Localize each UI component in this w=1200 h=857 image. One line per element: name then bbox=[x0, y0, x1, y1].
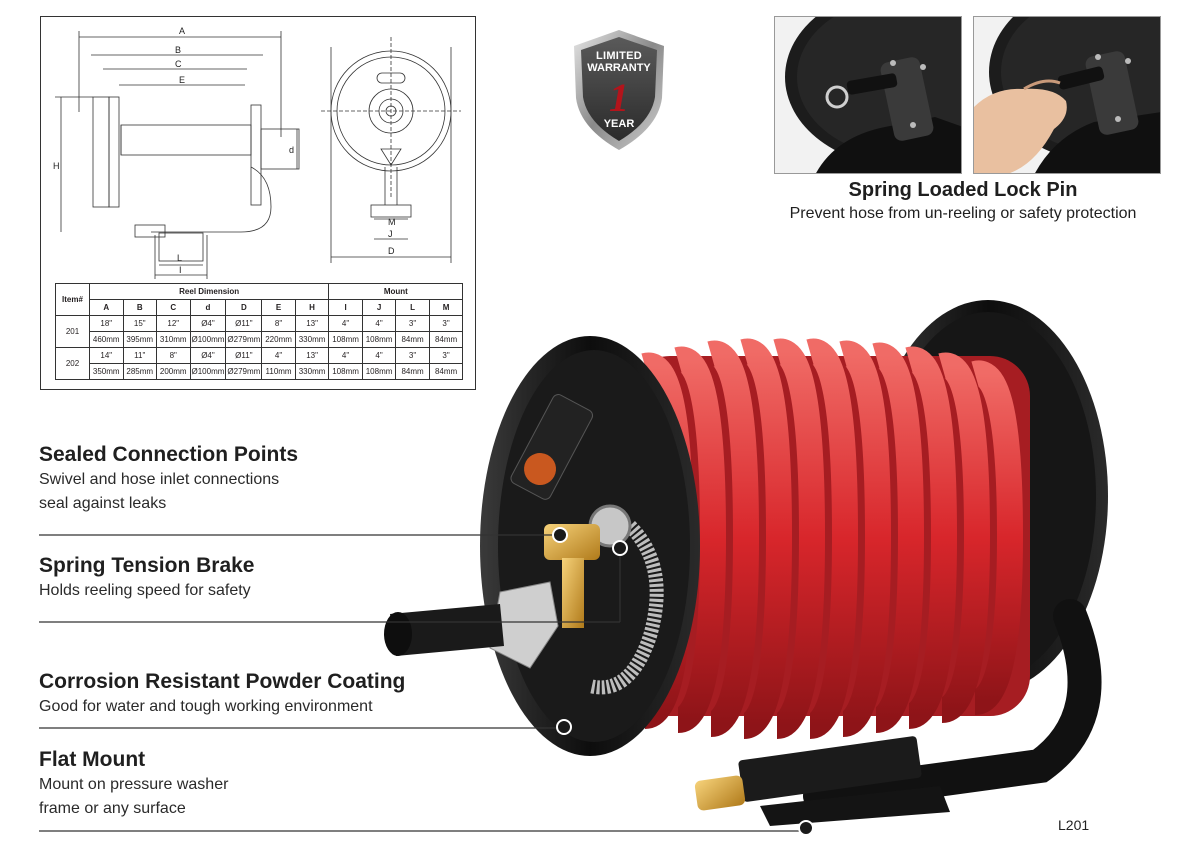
table-cell: 13" bbox=[294, 315, 330, 332]
model-code: L201 bbox=[1058, 817, 1090, 833]
dim-label-l: L bbox=[177, 253, 182, 263]
feature-desc: seal against leaks bbox=[39, 495, 167, 512]
table-cell: 108mm bbox=[328, 331, 363, 348]
table-row: 202 14" 11" 8" Ø4" Ø11" 4" 13" 4" 4" 3" … bbox=[55, 347, 464, 380]
table-cell: 4" bbox=[261, 347, 296, 364]
feature-title: Sealed Connection Points bbox=[39, 443, 299, 466]
dim-label-d-large: D bbox=[388, 246, 395, 256]
feature-title: Spring Tension Brake bbox=[39, 554, 255, 577]
dimension-drawing: A B C E H d L I M J D bbox=[53, 26, 461, 279]
table-cell: Ø100mm bbox=[189, 331, 227, 348]
dim-label-d-small: d bbox=[289, 145, 294, 155]
feature-title: Flat Mount bbox=[39, 748, 146, 771]
table-cell: 350mm bbox=[89, 363, 124, 380]
table-cell: 310mm bbox=[156, 331, 191, 348]
dim-label-b: B bbox=[175, 45, 181, 55]
item-cell: 202 bbox=[55, 347, 90, 380]
table-cell: 84mm bbox=[428, 363, 464, 380]
column-header: B bbox=[122, 299, 157, 316]
warranty-line-year: YEAR bbox=[603, 118, 635, 130]
feature-desc: Mount on pressure washer bbox=[39, 776, 229, 793]
warranty-line-limited: LIMITED bbox=[595, 50, 643, 62]
feature-desc: frame or any surface bbox=[39, 800, 186, 817]
table-cell: Ø11" bbox=[225, 315, 263, 332]
column-header: I bbox=[328, 299, 363, 316]
table-cell: 220mm bbox=[261, 331, 296, 348]
table-cell: 18" bbox=[89, 315, 124, 332]
table-cell: 8" bbox=[261, 315, 296, 332]
table-cell: 200mm bbox=[156, 363, 191, 380]
warranty-number: 1 bbox=[609, 75, 629, 120]
shield-icon bbox=[574, 30, 664, 150]
table-cell: 330mm bbox=[294, 363, 330, 380]
technical-drawing-panel: A B C E H d L I M J D Item# Reel Dimensi… bbox=[40, 16, 476, 390]
table-row: 201 18" 15" 12" Ø4" Ø11" 8" 13" 4" 4" 3"… bbox=[55, 315, 464, 348]
column-header: E bbox=[261, 299, 296, 316]
table-cell: 285mm bbox=[122, 363, 157, 380]
table-cell: Ø4" bbox=[189, 347, 227, 364]
feature-title: Corrosion Resistant Powder Coating bbox=[39, 670, 406, 693]
table-cell: 84mm bbox=[395, 363, 430, 380]
column-header: D bbox=[225, 299, 263, 316]
table-cell: 84mm bbox=[428, 331, 464, 348]
table-cell: 12" bbox=[156, 315, 191, 332]
feature-desc: Holds reeling speed for safety bbox=[39, 582, 251, 599]
dim-label-e: E bbox=[179, 75, 185, 85]
table-cell: 330mm bbox=[294, 331, 330, 348]
feature-powder-coating: Corrosion Resistant Powder Coating Good … bbox=[39, 669, 405, 719]
table-cell: Ø100mm bbox=[189, 363, 227, 380]
table-cell: 4" bbox=[328, 315, 363, 332]
table-row: 350mm 285mm 200mm Ø100mm Ø279mm 110mm 33… bbox=[56, 363, 464, 380]
item-cell: 201 bbox=[55, 315, 90, 348]
feature-flat-mount: Flat Mount Mount on pressure washer fram… bbox=[39, 747, 228, 821]
table-cell: Ø279mm bbox=[225, 363, 263, 380]
table-cell: 8" bbox=[156, 347, 191, 364]
dim-label-m: M bbox=[388, 217, 396, 227]
item-header: Item# bbox=[55, 283, 90, 316]
dim-label-j: J bbox=[388, 229, 393, 239]
table-cell: Ø4" bbox=[189, 315, 227, 332]
table-cell: 11" bbox=[122, 347, 157, 364]
table-cell: 108mm bbox=[328, 363, 363, 380]
feature-sealed-connection: Sealed Connection Points Swivel and hose… bbox=[39, 442, 298, 516]
table-cell: 14" bbox=[89, 347, 124, 364]
dim-label-c: C bbox=[175, 59, 182, 69]
table-cell: 395mm bbox=[122, 331, 157, 348]
warranty-line-warranty: WARRANTY bbox=[587, 62, 651, 74]
dim-label-i: I bbox=[179, 265, 182, 275]
dim-label-a: A bbox=[179, 26, 185, 36]
column-header: H bbox=[294, 299, 330, 316]
feature-desc: Swivel and hose inlet connections bbox=[39, 471, 280, 488]
table-cell: Ø11" bbox=[225, 347, 263, 364]
lock-pin-description: Prevent hose from un-reeling or safety p… bbox=[789, 205, 1137, 222]
table-cell: 15" bbox=[122, 315, 157, 332]
table-cell: 13" bbox=[294, 347, 330, 364]
dimension-table: Item# Reel Dimension Mount A B C d D E H… bbox=[55, 283, 464, 380]
dim-label-h: H bbox=[53, 161, 60, 171]
warranty-badge: LIMITED WARRANTY 1 YEAR bbox=[570, 28, 668, 152]
lock-pin-photo-pulled bbox=[973, 16, 1161, 174]
column-header: A bbox=[89, 299, 124, 316]
lock-pin-title: Spring Loaded Lock Pin bbox=[848, 179, 1078, 201]
column-header: C bbox=[156, 299, 191, 316]
table-cell: 460mm bbox=[89, 331, 124, 348]
table-cell: 4" bbox=[328, 347, 363, 364]
table-cell: Ø279mm bbox=[225, 331, 263, 348]
column-header: d bbox=[189, 299, 227, 316]
feature-spring-tension-brake: Spring Tension Brake Holds reeling speed… bbox=[39, 553, 255, 603]
feature-desc: Good for water and tough working environ… bbox=[39, 698, 373, 715]
reel-dimension-header: Reel Dimension bbox=[88, 283, 330, 300]
hose-reel-photo bbox=[384, 300, 1108, 826]
table-cell: 110mm bbox=[261, 363, 296, 380]
table-cell: 3" bbox=[428, 315, 464, 332]
lock-pin-photo-closed bbox=[774, 16, 962, 174]
